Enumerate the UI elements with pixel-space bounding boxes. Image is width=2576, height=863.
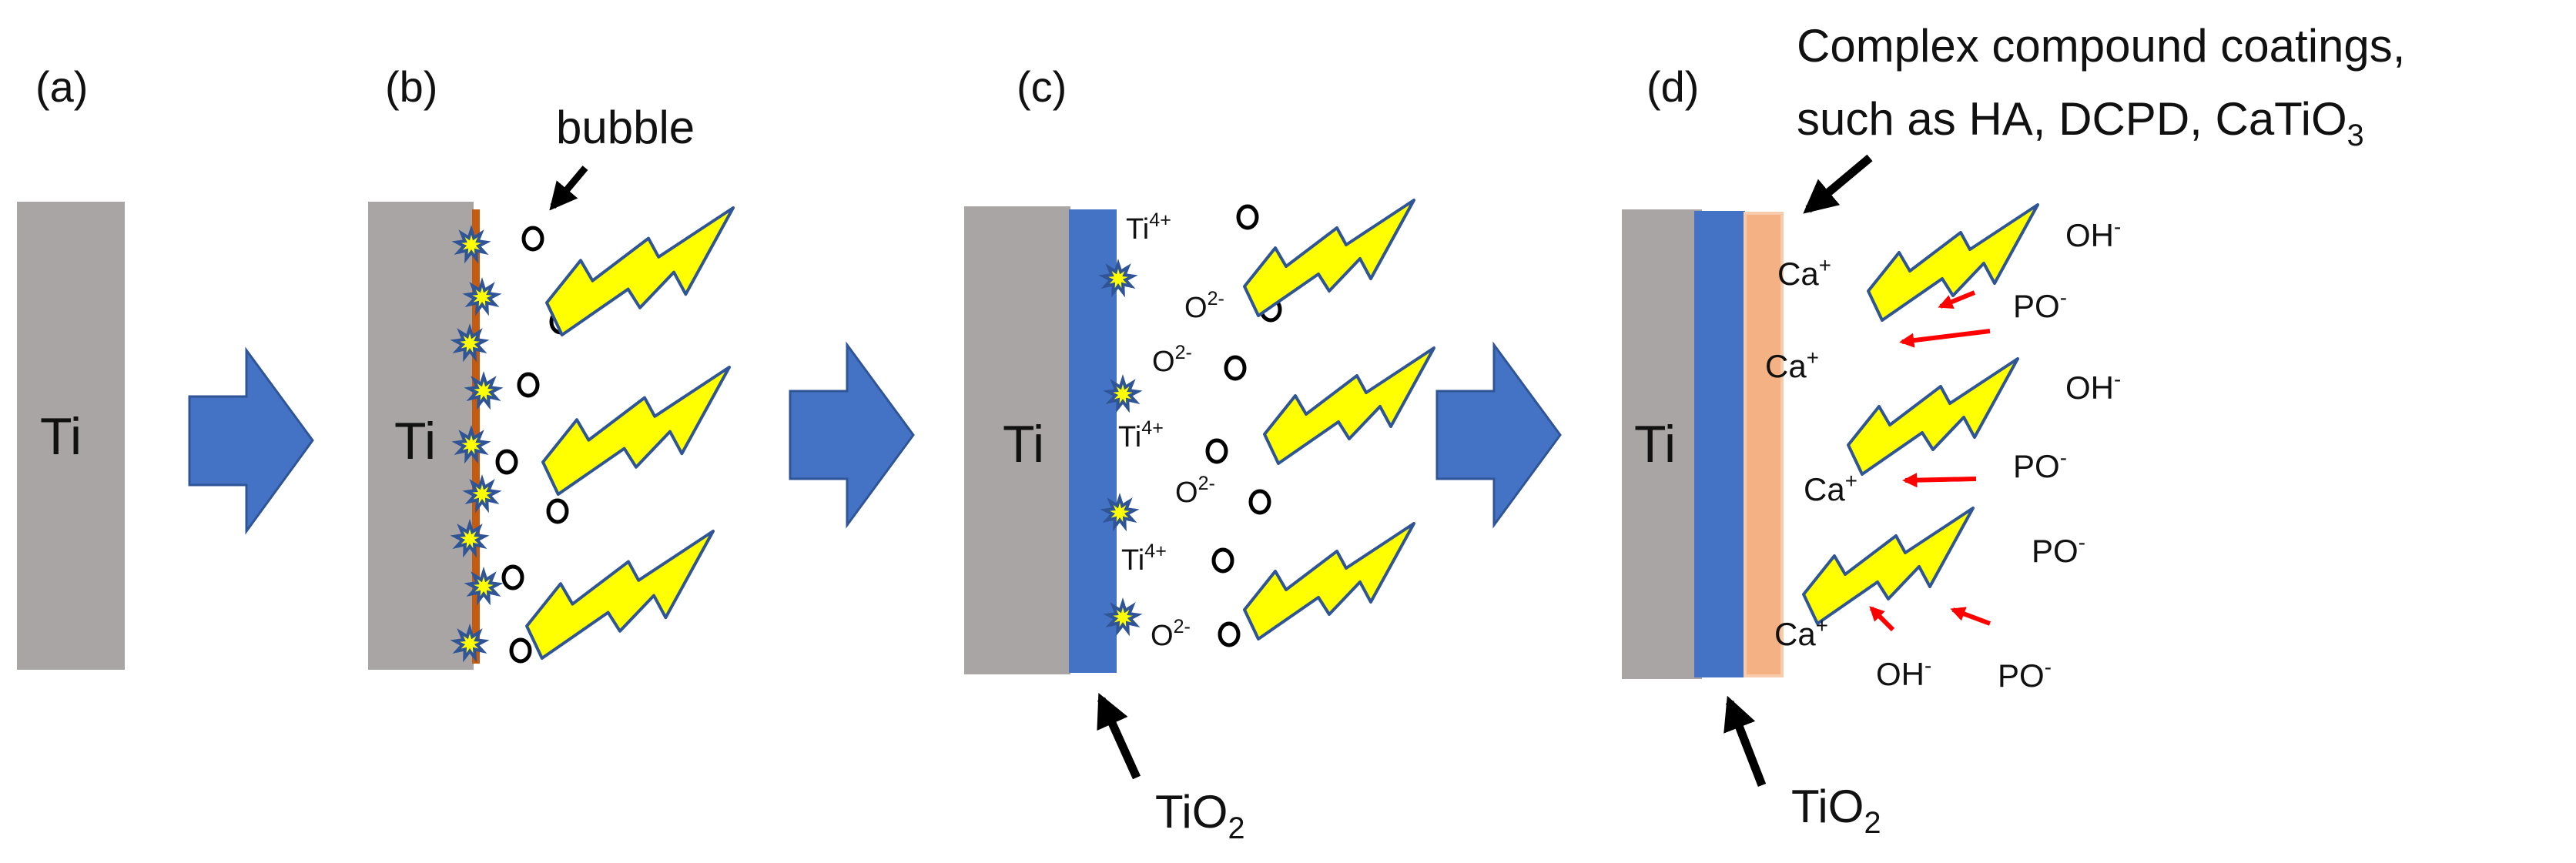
ion-migration-arrow xyxy=(1869,606,1895,632)
micro-discharge-core xyxy=(472,287,492,307)
tio2-pointer-arrow-c xyxy=(1097,692,1141,780)
ion-label: O2- xyxy=(1184,288,1224,324)
panel-d: (d) Complex compound coatings, such as H… xyxy=(1622,20,2405,840)
panel-a: (a) Ti xyxy=(17,62,125,670)
ti-label-d: Ti xyxy=(1634,415,1676,473)
tio2-label-d: TiO2 xyxy=(1791,781,1881,840)
spark-discharge-icon xyxy=(525,530,715,661)
spark-discharge-icon xyxy=(1867,203,2039,322)
micro-discharge-core xyxy=(1113,607,1133,627)
ion-label: PO- xyxy=(1998,655,2052,694)
micro-discharge-core xyxy=(1110,503,1130,523)
process-arrow-b-to-c xyxy=(789,341,915,529)
micro-discharge-core xyxy=(461,235,481,255)
gas-bubble xyxy=(1248,489,1271,515)
ion-label: Ti4+ xyxy=(1126,209,1171,246)
micro-discharge-core xyxy=(461,435,481,455)
coating-label-line2: such as HA, DCPD, CaTiO3 xyxy=(1797,93,2364,152)
micro-discharge-core xyxy=(1113,384,1133,404)
panel-a-label: (a) xyxy=(35,62,88,111)
spark-discharge-icon xyxy=(1847,357,2019,476)
ti-substrate-b xyxy=(368,202,474,670)
ion-label: Ca+ xyxy=(1774,614,1828,652)
ion-label: Ca+ xyxy=(1765,346,1819,384)
ion-label: PO- xyxy=(2013,286,2067,324)
ion-migration-arrow xyxy=(1938,290,1976,309)
ion-label: Ti4+ xyxy=(1118,417,1164,453)
ion-label: PO- xyxy=(2013,446,2067,484)
process-arrow-c-to-d xyxy=(1435,341,1562,529)
ti-substrate-d xyxy=(1622,209,1702,679)
panel-c-label: (c) xyxy=(1017,62,1067,111)
tio2-layer-d xyxy=(1694,211,1745,677)
gas-bubble xyxy=(1211,547,1234,574)
coating-layer-d xyxy=(1744,212,1784,677)
ion-migration-arrow xyxy=(1902,473,1977,488)
gas-bubble xyxy=(546,498,569,524)
tio2-label-c: TiO2 xyxy=(1155,786,1244,845)
gas-bubble xyxy=(495,449,518,475)
coating-pointer-arrow xyxy=(1803,154,1873,214)
ion-migration-arrow xyxy=(1950,607,1991,626)
micro-discharge-core xyxy=(460,333,480,353)
ion-label: OH- xyxy=(2065,215,2121,253)
micro-discharge-core xyxy=(460,634,480,654)
gas-bubble xyxy=(1224,355,1247,381)
spark-discharge-icon xyxy=(541,366,732,497)
micro-discharge-core xyxy=(474,577,494,597)
ion-label: O2- xyxy=(1152,342,1192,378)
micro-discharge-core xyxy=(460,529,480,549)
gas-bubble xyxy=(1205,438,1228,464)
ion-label: Ti4+ xyxy=(1121,540,1167,577)
gas-bubble xyxy=(501,564,524,590)
ion-label: O2- xyxy=(1175,473,1215,509)
spark-discharge-icon xyxy=(1263,346,1435,465)
spark-discharge-icon xyxy=(1243,199,1415,317)
tio2-pointer-arrow-d xyxy=(1723,695,1767,787)
gas-bubble xyxy=(1236,204,1259,230)
spark-discharge-icon xyxy=(1802,507,1975,625)
ion-label: O2- xyxy=(1151,616,1191,652)
bubble-label: bubble xyxy=(556,102,695,153)
coating-label-line1: Complex compound coatings, xyxy=(1797,20,2405,72)
panel-d-label: (d) xyxy=(1646,62,1699,111)
panel-c: (c) Ti TiO2 Ti4+O2-O2-Ti4+O2-Ti4+O2- xyxy=(964,62,1435,845)
ion-label: Ca+ xyxy=(1777,253,1831,292)
ion-label: OH- xyxy=(2065,367,2121,406)
ti-label-b: Ti xyxy=(394,412,436,470)
panel-b: (b) Ti bubble xyxy=(368,62,735,670)
ti-substrate-a xyxy=(17,202,125,670)
panel-b-label: (b) xyxy=(385,62,437,111)
ion-label: OH- xyxy=(1876,654,1931,692)
ion-migration-arrow xyxy=(1899,329,1991,348)
ion-label: Ca+ xyxy=(1804,469,1857,507)
gas-bubble xyxy=(509,637,532,664)
ti-substrate-c xyxy=(964,206,1070,674)
micro-discharge-core xyxy=(1108,269,1128,289)
bubble-pointer-arrow xyxy=(549,166,588,211)
micro-discharge-core xyxy=(472,484,492,504)
ti-label-a: Ti xyxy=(40,407,82,466)
spark-discharge-icon xyxy=(1243,522,1415,641)
spark-discharge-icon xyxy=(545,206,735,337)
gas-bubble xyxy=(521,226,544,252)
ti-label-c: Ti xyxy=(1003,415,1044,473)
gas-bubble xyxy=(517,372,540,398)
process-arrow-a-to-b xyxy=(188,346,314,535)
gas-bubble xyxy=(1218,621,1241,647)
micro-discharge-core xyxy=(474,381,494,401)
ion-label: PO- xyxy=(2032,530,2085,569)
